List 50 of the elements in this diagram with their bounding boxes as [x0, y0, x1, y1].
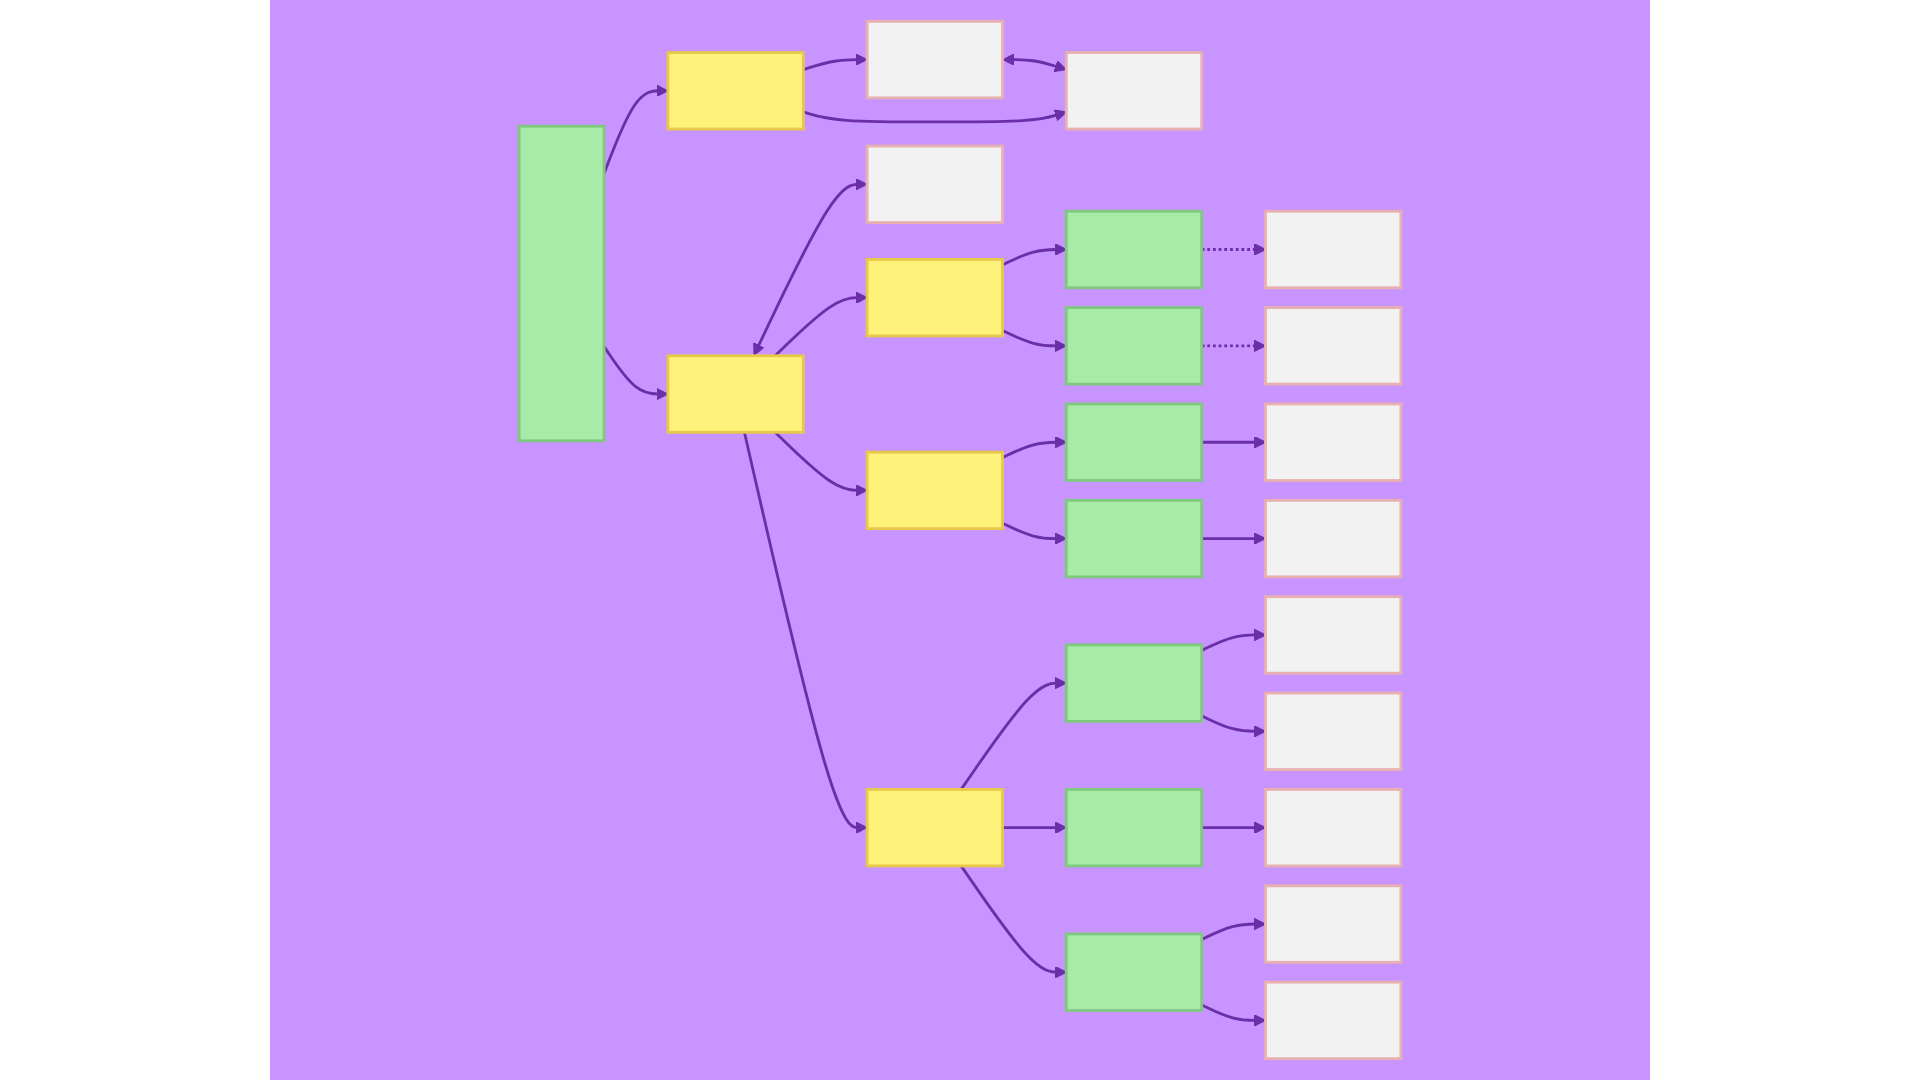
node-box [865, 144, 1004, 224]
arrow [1001, 436, 1067, 459]
arrow [1201, 821, 1267, 834]
node-box [1064, 306, 1204, 386]
arrow [602, 84, 669, 174]
node-box [1264, 209, 1403, 290]
node-bar [517, 124, 606, 443]
arrow [1001, 243, 1067, 267]
arrow [960, 676, 1067, 791]
arrow [1201, 1003, 1267, 1027]
arrow [1002, 821, 1067, 834]
node-box [1264, 691, 1403, 771]
node-box [1064, 209, 1204, 290]
arrow [602, 345, 669, 401]
node-box [1064, 51, 1204, 131]
arrow [1001, 329, 1067, 353]
node-box [1264, 595, 1403, 675]
node-box [865, 258, 1004, 338]
node-box [865, 450, 1004, 531]
arrow [753, 178, 868, 356]
node-box [1064, 932, 1204, 1012]
arrow [802, 53, 868, 71]
arrow [774, 431, 868, 497]
arrow [774, 291, 868, 357]
arrow [1201, 436, 1267, 449]
node-box [666, 51, 805, 131]
arrow [1201, 917, 1267, 941]
node-box [666, 354, 805, 434]
node-box [1264, 884, 1403, 964]
node-box [1064, 643, 1204, 723]
arrow [1201, 532, 1267, 545]
arrow [1201, 628, 1267, 652]
node-box [865, 19, 1004, 100]
arrow [1002, 53, 1067, 73]
node-box [1264, 788, 1403, 868]
arrow [1201, 243, 1267, 256]
node-box [1064, 498, 1204, 579]
arrow [1201, 714, 1267, 738]
arrow [1201, 339, 1267, 353]
arrow [960, 865, 1067, 979]
arrow [743, 432, 868, 834]
node-box [1264, 498, 1403, 579]
arrow [1001, 521, 1067, 545]
node-box [1264, 980, 1403, 1061]
node-box [865, 788, 1004, 868]
node-box [1064, 788, 1204, 868]
node-box [1264, 306, 1403, 386]
node-box [1064, 402, 1204, 482]
arrow [802, 109, 1067, 124]
node-box [1264, 402, 1403, 482]
